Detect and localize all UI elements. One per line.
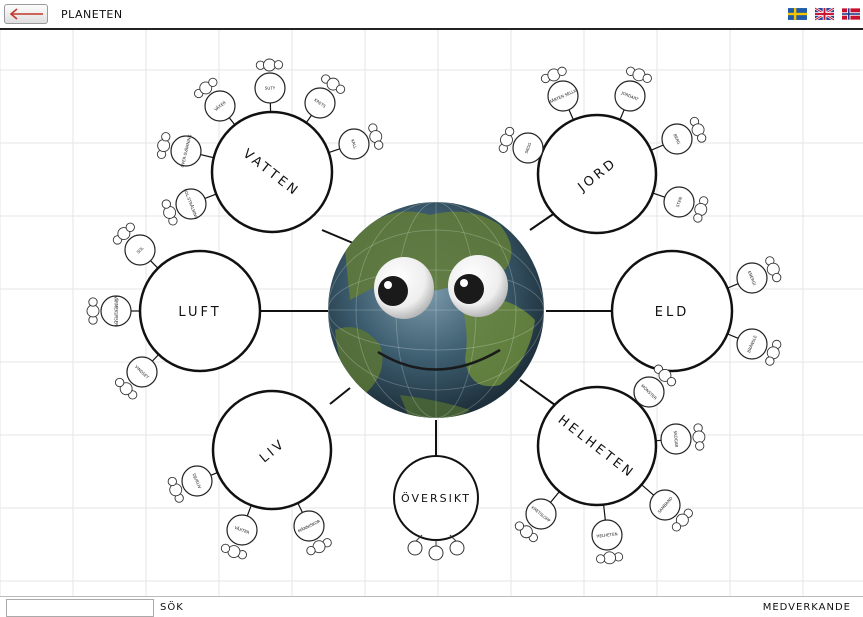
mind-map-canvas: VATTEN JORD LUFT ELD LIV HELHETEN ÖVERSI… <box>0 30 863 596</box>
hub-jord[interactable]: JORD <box>538 115 656 233</box>
subtopic-node-luft-2[interactable]: VÄRMEKURSER <box>87 296 140 326</box>
smiling-globe-icon[interactable] <box>328 202 544 421</box>
subtopic-node-jord-4[interactable]: STEN <box>653 187 708 222</box>
norwegian-flag-icon[interactable] <box>842 7 860 21</box>
back-arrow-icon <box>8 8 44 20</box>
subtopic-label-vatten-2: SUTY <box>265 85 276 90</box>
subtopic-node-vatten-1[interactable]: VÄXER <box>194 78 235 125</box>
page-title: PLANETEN <box>61 8 123 21</box>
subtopic-node-helheten-2[interactable]: SKOGAR <box>656 424 705 454</box>
subtopic-node-helheten-4[interactable]: HELHETEN <box>592 505 623 564</box>
search-label[interactable]: SÖK <box>160 602 184 613</box>
subtopic-node-vatten-4[interactable]: KALL <box>329 124 383 159</box>
subtopic-node-liv-3[interactable]: MÄNNISKOR <box>294 503 331 555</box>
hub-eld-label: ELD <box>655 305 689 320</box>
subtopic-node-helheten-5[interactable]: KRETSLOPP <box>515 492 559 542</box>
subtopic-node-eld-2[interactable]: BRÄNSLE <box>727 329 780 365</box>
hub-oversikt-label: ÖVERSIKT <box>401 492 471 505</box>
subtopic-node-luft-1[interactable]: SOL <box>113 223 158 268</box>
swedish-flag-icon[interactable] <box>788 7 807 21</box>
subtopic-node-jord-5[interactable]: SKOG <box>499 127 543 163</box>
english-flag-icon[interactable] <box>815 7 834 21</box>
subtopic-node-luft-3[interactable]: VINDSET <box>115 354 158 399</box>
hub-liv[interactable]: LIV <box>213 391 331 509</box>
hub-luft[interactable]: LUFT <box>140 251 260 371</box>
credits-link[interactable]: MEDVERKANDE <box>763 602 851 613</box>
back-button[interactable] <box>4 4 48 24</box>
hub-oversikt[interactable]: ÖVERSIKT <box>394 456 478 560</box>
top-bar: PLANETEN <box>0 0 863 30</box>
bottom-bar: SÖK MEDVERKANDE <box>0 596 863 616</box>
subtopic-node-vatten-6[interactable]: SOL-STRÅLNING <box>162 188 216 225</box>
subtopic-node-jord-3[interactable]: BERG <box>651 117 706 154</box>
subtopic-node-vatten-3[interactable]: KRETS <box>305 75 345 123</box>
subtopic-node-liv-2[interactable]: VÄXTER <box>221 505 257 559</box>
hub-vatten[interactable]: VATTEN <box>212 112 332 232</box>
subtopic-label-luft-2: VÄRMEKURSER <box>114 296 119 326</box>
subtopic-node-vatten-2[interactable]: SUTY <box>255 59 285 112</box>
subtopic-node-vatten-5[interactable]: ÖVER-SVÄMNING <box>157 133 213 168</box>
subtopic-node-liv-1[interactable]: DJURLIV <box>168 466 217 502</box>
hub-luft-label: LUFT <box>178 305 221 320</box>
subtopic-node-jord-2[interactable]: JORDART <box>615 67 651 120</box>
hub-eld[interactable]: ELD <box>612 251 732 371</box>
subtopic-node-eld-1[interactable]: ENERGI <box>727 257 780 293</box>
search-input[interactable] <box>6 599 154 617</box>
hub-helheten[interactable]: HELHETEN <box>538 387 656 505</box>
subtopic-node-jord-1[interactable]: MÅRTEN SELLIG <box>541 67 578 120</box>
subtopic-node-helheten-1[interactable]: MÖNSTER <box>634 365 676 407</box>
